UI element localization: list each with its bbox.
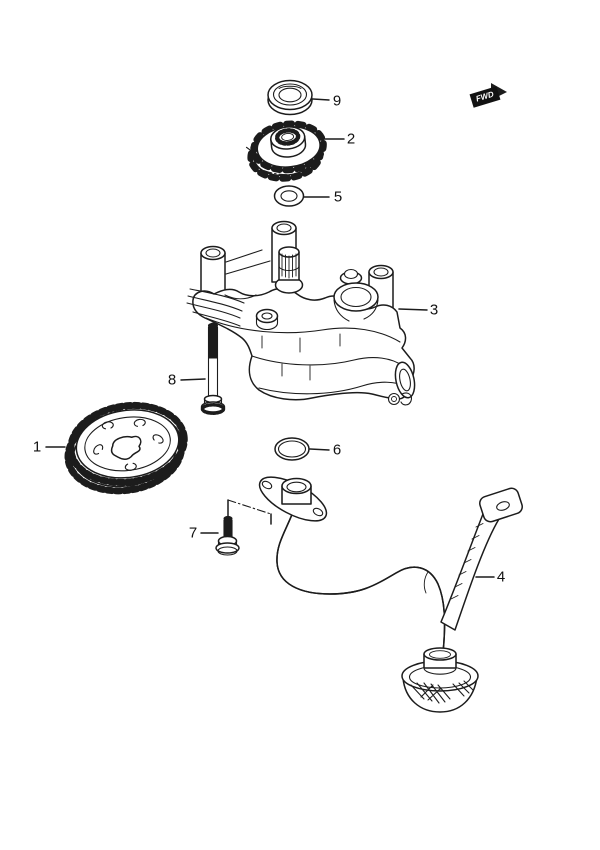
callout-2: 2 [346,130,356,148]
bolt-8-drawing [200,322,226,415]
callout-9: 9 [332,92,342,110]
callout-3: 3 [429,301,439,319]
bolt-7-drawing [215,515,240,556]
leader-line-6 [309,448,330,451]
leader-line-3 [398,308,428,311]
washer-drawing [273,185,305,207]
driven-gear-drawing [64,401,188,495]
callout-4: 4 [496,568,506,586]
drive-gear-drawing [245,120,327,182]
fwd-label: FWD [474,89,495,104]
leader-lines [45,98,495,578]
oil-strainer-drawing [258,476,523,713]
o-ring-drawing [274,437,310,461]
callout-1: 1 [32,438,42,456]
oil-pump-body-drawing [186,220,416,406]
callout-6: 6 [332,441,342,459]
bearing-drawing [267,79,313,116]
callout-7: 7 [188,524,198,542]
leader-line-7-dashdot [227,499,272,515]
leader-line-8 [180,378,206,381]
leader-line-9 [312,98,330,101]
callout-5: 5 [333,188,343,206]
callout-8: 8 [167,371,177,389]
